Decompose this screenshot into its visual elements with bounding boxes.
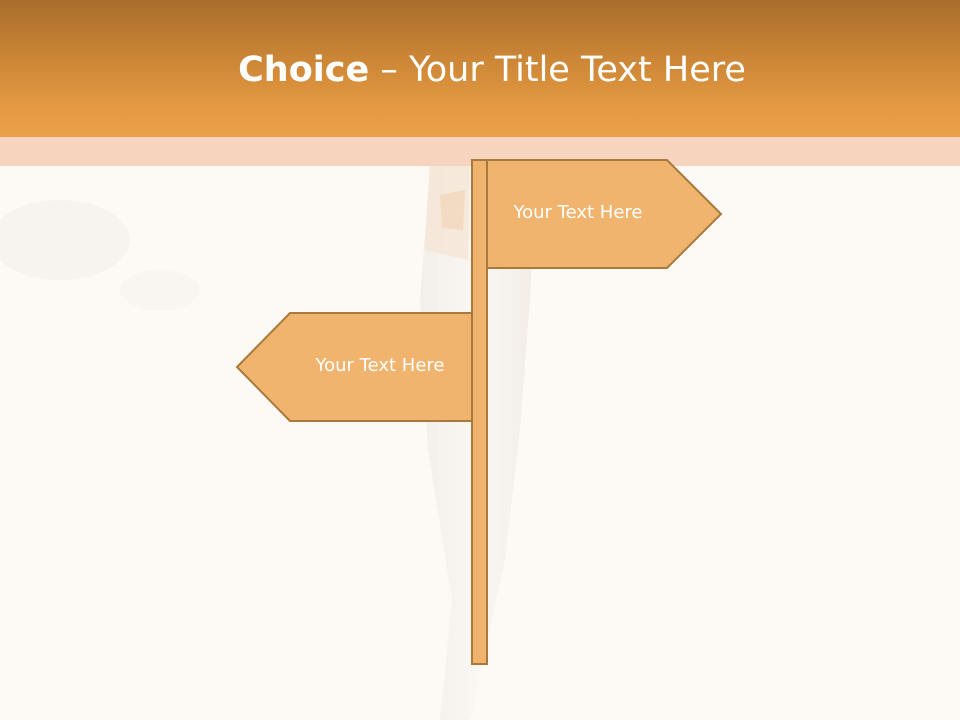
title-bold-text: Choice <box>238 50 370 90</box>
sign-left-label[interactable]: Your Text Here <box>315 355 445 376</box>
slide-title[interactable]: Choice – Your Title Text Here <box>0 50 960 90</box>
sign-right-label[interactable]: Your Text Here <box>513 202 643 223</box>
title-rest-text: – Your Title Text Here <box>369 50 746 90</box>
title-bar <box>0 0 960 137</box>
signpost-pole[interactable] <box>471 159 488 665</box>
